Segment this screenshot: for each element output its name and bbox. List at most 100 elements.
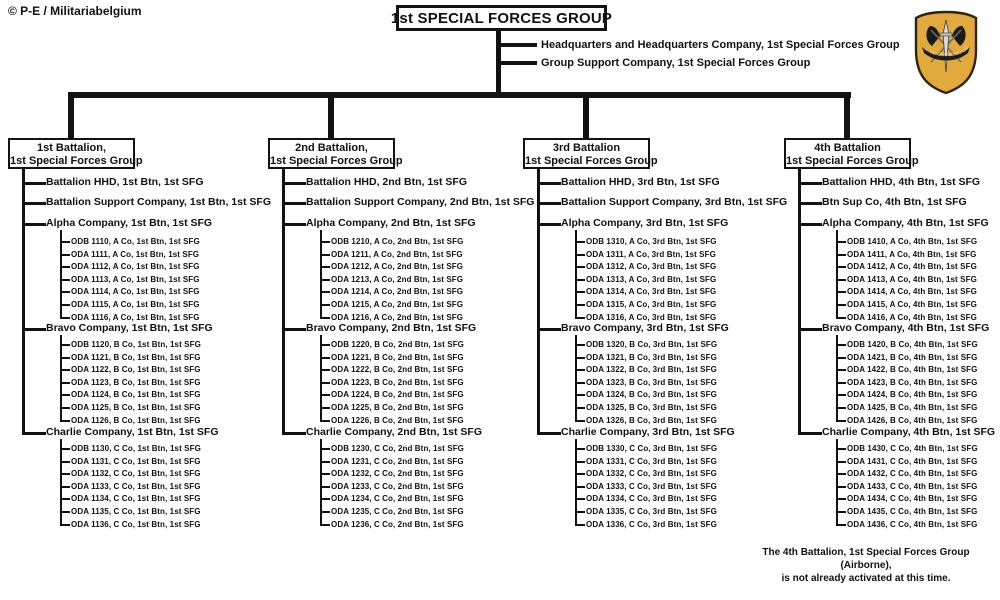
team-spine — [60, 230, 62, 319]
team-branch-line — [836, 460, 846, 463]
team-branch-line — [836, 498, 846, 501]
team-branch-line — [320, 291, 330, 294]
unit-label: Battalion Support Company, 1st Btn, 1st … — [46, 196, 271, 208]
team-branch-line — [575, 304, 585, 306]
team-branch-line — [60, 498, 70, 501]
team-branch-line — [60, 523, 70, 526]
team-label: ODA 1232, C Co, 2nd Btn, 1st SFG — [331, 469, 464, 479]
team-spine — [320, 439, 322, 526]
unit-label: Battalion Support Company, 3rd Btn, 1st … — [561, 196, 788, 208]
team-label: ODA 1135, C Co, 1st Btn, 1st SFG — [71, 507, 201, 516]
team-branch-line — [836, 511, 846, 513]
team-branch-line — [575, 485, 585, 488]
team-label: ODA 1234, C Co, 2nd Btn, 1st SFG — [331, 494, 464, 504]
team-label: ODA 1426, B Co, 4th Btn, 1st SFG — [847, 415, 978, 425]
team-branch-line — [320, 523, 330, 526]
team-label: ODA 1223, B Co, 2nd Btn, 1st SFG — [331, 377, 464, 387]
team-branch-line — [320, 381, 330, 384]
team-branch-line — [836, 419, 846, 422]
team-branch-line — [320, 419, 330, 422]
team-branch-line — [60, 511, 70, 513]
battalion-spine — [798, 169, 801, 435]
battalion-spine — [282, 169, 285, 435]
team-label: ODA 1233, C Co, 2nd Btn, 1st SFG — [331, 481, 464, 491]
team-label: ODA 1212, A Co, 2nd Btn, 1st SFG — [331, 262, 464, 272]
team-branch-line — [575, 291, 585, 294]
team-label: ODA 1323, B Co, 3rd Btn, 1st SFG — [586, 377, 717, 387]
team-spine — [575, 335, 577, 422]
team-branch-line — [836, 448, 846, 450]
team-label: ODA 1431, C Co, 4th Btn, 1st SFG — [847, 456, 978, 466]
team-branch-line — [575, 316, 585, 319]
team-branch-line — [320, 460, 330, 463]
team-label: ODA 1316, A Co, 3rd Btn, 1st SFG — [586, 312, 717, 322]
team-label: ODA 1324, B Co, 3rd Btn, 1st SFG — [586, 390, 717, 400]
unit-branch-line — [537, 328, 561, 331]
team-branch-line — [320, 407, 330, 409]
unit-label: Charlie Company, 1st Btn, 1st SFG — [46, 426, 219, 438]
team-branch-line — [836, 356, 846, 359]
team-branch-line — [320, 448, 330, 450]
team-branch-line — [320, 344, 330, 346]
team-branch-line — [60, 291, 70, 294]
team-label: ODA 1133, C Co, 1st Btn, 1st SFG — [71, 481, 201, 491]
team-spine — [575, 439, 577, 526]
unit-label: Alpha Company, 4th Btn, 1st SFG — [822, 217, 989, 229]
team-branch-line — [60, 473, 70, 476]
unit-branch-line — [22, 182, 46, 185]
team-branch-line — [836, 253, 846, 256]
team-branch-line — [60, 369, 70, 372]
team-branch-line — [836, 394, 846, 397]
team-label: ODA 1225, B Co, 2nd Btn, 1st SFG — [331, 403, 464, 412]
unit-label: Alpha Company, 3rd Btn, 1st SFG — [561, 217, 729, 229]
team-label: ODA 1412, A Co, 4th Btn, 1st SFG — [847, 262, 977, 272]
team-branch-line — [320, 253, 330, 256]
team-label: ODA 1421, B Co, 4th Btn, 1st SFG — [847, 352, 978, 362]
team-branch-line — [60, 253, 70, 256]
team-label: ODA 1222, B Co, 2nd Btn, 1st SFG — [331, 365, 464, 375]
team-spine — [60, 335, 62, 422]
copyright-text: © P-E / Militariabelgium — [8, 4, 142, 18]
team-branch-line — [60, 278, 70, 281]
group-title-box: 1st SPECIAL FORCES GROUP — [391, 5, 612, 31]
unit-branch-line — [798, 432, 822, 435]
team-branch-line — [836, 473, 846, 476]
team-branch-line — [60, 448, 70, 450]
unit-branch-line — [798, 328, 822, 331]
unit-label: Battalion HHD, 4th Btn, 1st SFG — [822, 176, 981, 188]
team-branch-line — [320, 369, 330, 372]
team-label: ODA 1211, A Co, 2nd Btn, 1st SFG — [331, 249, 463, 259]
team-branch-line — [320, 316, 330, 319]
unit-branch-line — [282, 202, 306, 205]
team-branch-line — [320, 241, 330, 243]
team-label: ODA 1331, C Co, 3rd Btn, 1st SFG — [586, 456, 717, 466]
team-label: ODA 1121, B Co, 1st Btn, 1st SFG — [71, 352, 201, 362]
team-label: ODA 1413, A Co, 4th Btn, 1st SFG — [847, 274, 977, 284]
team-label: ODA 1132, C Co, 1st Btn, 1st SFG — [71, 469, 201, 479]
team-branch-line — [836, 278, 846, 281]
team-label: ODA 1123, B Co, 1st Btn, 1st SFG — [71, 377, 201, 387]
team-label: ODA 1125, B Co, 1st Btn, 1st SFG — [71, 403, 201, 412]
hhc-branch-line — [496, 43, 537, 47]
team-branch-line — [60, 419, 70, 422]
battalion-box-line2: 1st Special Forces Group — [525, 155, 658, 167]
unit-label: Alpha Company, 1st Btn, 1st SFG — [46, 217, 213, 229]
team-spine — [836, 230, 838, 319]
team-label: ODA 1332, C Co, 3rd Btn, 1st SFG — [586, 469, 717, 479]
footnote-line-1: The 4th Battalion, 1st Special Forces Gr… — [762, 547, 970, 571]
team-label: ODA 1436, C Co, 4th Btn, 1st SFG — [847, 519, 978, 529]
unit-branch-line — [537, 432, 561, 435]
team-label: ODA 1423, B Co, 4th Btn, 1st SFG — [847, 377, 978, 387]
team-label: ODA 1136, C Co, 1st Btn, 1st SFG — [71, 519, 201, 529]
team-spine — [320, 230, 322, 319]
team-branch-line — [320, 278, 330, 281]
team-branch-line — [575, 241, 585, 243]
team-label: ODA 1112, A Co, 1st Btn, 1st SFG — [71, 262, 200, 272]
team-label: ODA 1113, A Co, 1st Btn, 1st SFG — [71, 274, 200, 284]
team-branch-line — [320, 394, 330, 397]
team-label: ODA 1215, A Co, 2nd Btn, 1st SFG — [331, 300, 464, 309]
team-branch-line — [575, 266, 585, 269]
team-branch-line — [60, 316, 70, 319]
team-label: ODB 1110, A Co, 1st Btn, 1st SFG — [71, 237, 200, 246]
battalion-box-line1: 1st Battalion, — [36, 142, 107, 154]
